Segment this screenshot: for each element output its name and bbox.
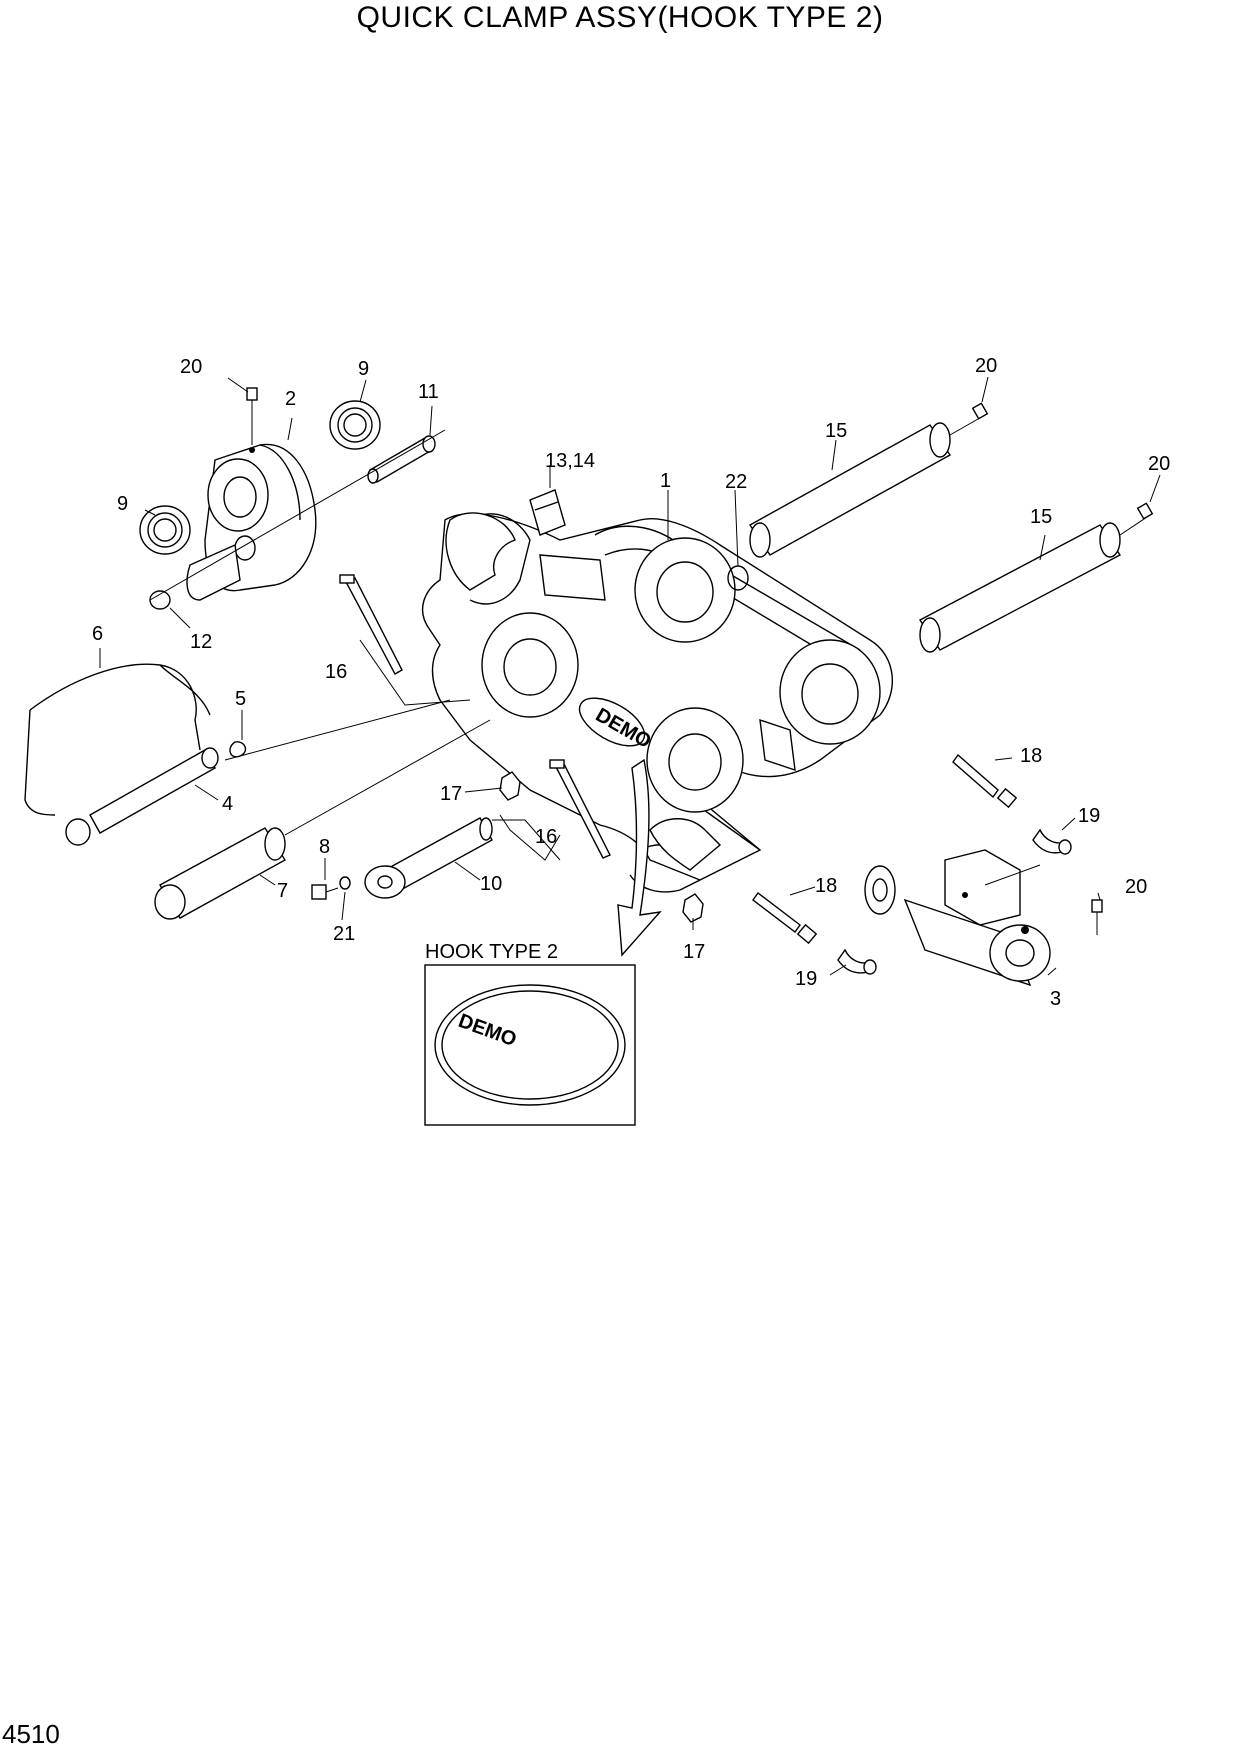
pins-part-15 [727,402,1154,653]
diagram-title: QUICK CLAMP ASSY(HOOK TYPE 2) [356,1,884,34]
callout-19: 19 [1078,805,1100,827]
callout-1: 1 [660,470,671,492]
callout-7: 7 [277,880,288,902]
callout-labels: 20 2 9 11 9 12 13,14 1 22 15 15 20 20 6 … [92,355,1170,1010]
callout-2: 2 [285,388,296,410]
clamp-body-part-1: DEMO [421,512,894,893]
inset-pointer-arrow [617,758,662,957]
bracket-part-13-14 [529,465,566,536]
callout-20: 20 [180,356,202,378]
callout-4: 4 [222,793,233,815]
pin-part-4 [24,663,451,846]
callout-22: 22 [725,471,747,493]
callout-3: 3 [1050,988,1061,1010]
callout-18: 18 [1020,745,1042,767]
callout-6: 6 [92,623,103,645]
callout-20: 20 [975,355,997,377]
leader-lines [99,376,1161,976]
inset-label: HOOK TYPE 2 [425,941,558,963]
hook-type-2-inset: HOOK TYPE 2 DEMO [424,941,636,1126]
callout-8: 8 [319,836,330,858]
page-number: 4510 [2,1719,60,1749]
nuts-part-17 [499,771,704,923]
callout-13-14: 13,14 [545,450,595,472]
callout-18: 18 [815,875,837,897]
callout-17: 17 [683,941,705,963]
callout-15: 15 [1030,506,1052,528]
pin-part-7 [154,719,491,920]
callout-17: 17 [440,783,462,805]
callout-20: 20 [1125,876,1147,898]
callout-15: 15 [825,420,847,442]
callout-16: 16 [535,826,557,848]
callout-11: 11 [418,381,439,403]
cylinder-part-3 [752,753,1103,987]
hook-link-part-2 [139,387,446,610]
callout-9: 9 [358,358,369,380]
pin-part-10 [311,817,561,900]
callout-10: 10 [480,873,502,895]
callout-12: 12 [190,631,212,653]
callout-19: 19 [795,968,817,990]
bolts-part-16 [339,574,611,861]
callout-21: 21 [333,923,355,945]
callout-20: 20 [1148,453,1170,475]
callout-16: 16 [325,661,347,683]
callout-9: 9 [117,493,128,515]
callout-5: 5 [235,688,246,710]
